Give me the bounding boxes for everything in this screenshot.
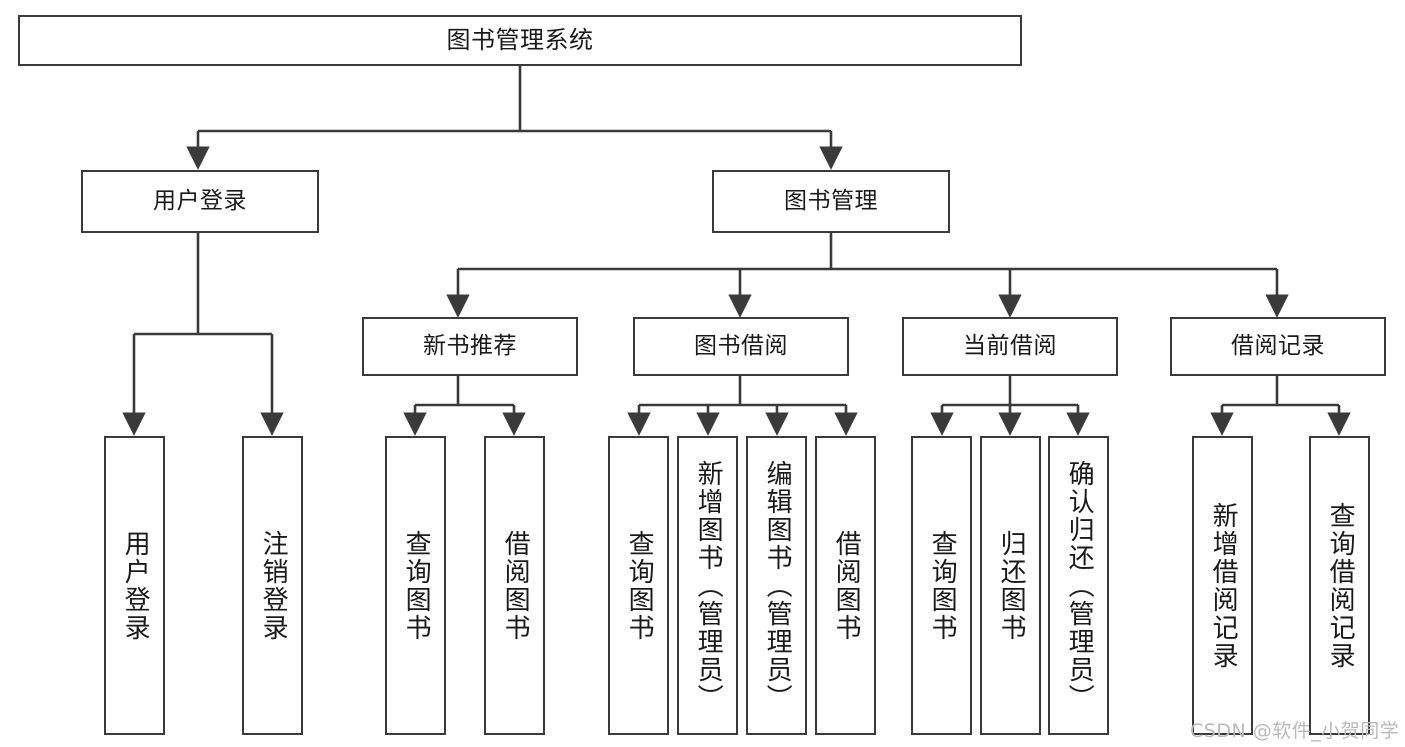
leaf-new-book-2-label: 借阅图书 [500, 529, 531, 642]
leaf-borrow-record-2-label: 查询借阅记录 [1325, 501, 1356, 670]
node-user-login[interactable]: 用户登录 [81, 170, 319, 233]
leaf-new-book-2[interactable]: 借阅图书 [484, 436, 545, 735]
node-book-manage-label: 图书管理 [784, 187, 878, 214]
leaf-current-borrow-1-label: 查询图书 [927, 529, 958, 642]
node-root[interactable]: 图书管理系统 [18, 15, 1022, 66]
leaf-book-borrow-3[interactable]: 编辑图书（管理员） [746, 436, 807, 735]
node-book-manage[interactable]: 图书管理 [712, 170, 950, 233]
leaf-borrow-record-1-label: 新增借阅记录 [1208, 501, 1239, 670]
node-root-label: 图书管理系统 [446, 26, 594, 55]
leaf-current-borrow-2[interactable]: 归还图书 [980, 436, 1041, 735]
node-current-borrow[interactable]: 当前借阅 [902, 317, 1118, 376]
node-user-login-label: 用户登录 [153, 187, 247, 214]
leaf-user-login-1[interactable]: 用户登录 [104, 436, 165, 735]
leaf-book-borrow-1-label: 查询图书 [624, 529, 655, 642]
node-book-borrow-label: 图书借阅 [694, 332, 788, 359]
node-new-book-recommend-label: 新书推荐 [423, 332, 517, 359]
leaf-user-login-2-label: 注销登录 [258, 529, 289, 642]
leaf-book-borrow-4-label: 借阅图书 [831, 529, 862, 642]
node-new-book-recommend[interactable]: 新书推荐 [362, 317, 578, 376]
node-book-borrow[interactable]: 图书借阅 [633, 317, 849, 376]
leaf-current-borrow-2-label: 归还图书 [996, 529, 1027, 642]
node-borrow-record-label: 借阅记录 [1231, 332, 1325, 359]
leaf-current-borrow-1[interactable]: 查询图书 [911, 436, 972, 735]
node-current-borrow-label: 当前借阅 [963, 332, 1057, 359]
leaf-book-borrow-3-label: 编辑图书（管理员） [762, 459, 793, 712]
leaf-new-book-1-label: 查询图书 [401, 529, 432, 642]
leaf-new-book-1[interactable]: 查询图书 [385, 436, 446, 735]
leaf-book-borrow-1[interactable]: 查询图书 [608, 436, 669, 735]
leaf-current-borrow-3[interactable]: 确认归还（管理员） [1048, 436, 1109, 735]
leaf-book-borrow-4[interactable]: 借阅图书 [815, 436, 876, 735]
leaf-user-login-1-label: 用户登录 [120, 529, 151, 642]
leaf-borrow-record-2[interactable]: 查询借阅记录 [1309, 436, 1370, 735]
leaf-borrow-record-1[interactable]: 新增借阅记录 [1192, 436, 1253, 735]
node-borrow-record[interactable]: 借阅记录 [1170, 317, 1386, 376]
leaf-book-borrow-2[interactable]: 新增图书（管理员） [677, 436, 738, 735]
leaf-current-borrow-3-label: 确认归还（管理员） [1064, 459, 1095, 712]
leaf-book-borrow-2-label: 新增图书（管理员） [693, 459, 724, 712]
watermark: CSDN @软件_小贺同学 [1190, 720, 1400, 742]
leaf-user-login-2[interactable]: 注销登录 [242, 436, 303, 735]
